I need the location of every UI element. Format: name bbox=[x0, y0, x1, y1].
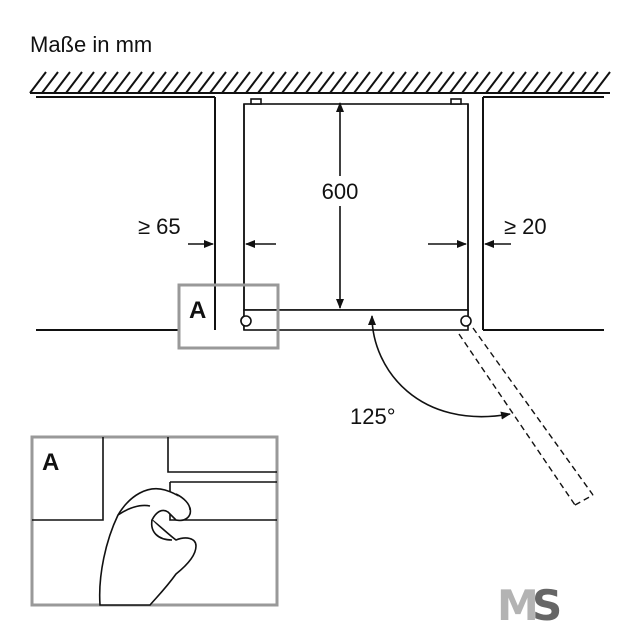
hatch-stroke bbox=[509, 71, 527, 94]
hatch-stroke bbox=[53, 71, 71, 94]
hatch-stroke bbox=[101, 71, 119, 94]
brand-logo: M S bbox=[497, 581, 562, 630]
units-caption: Maße in mm bbox=[30, 32, 152, 57]
hatch-stroke bbox=[149, 71, 167, 94]
hatch-stroke bbox=[281, 71, 299, 94]
hand-illustration bbox=[98, 488, 197, 606]
depth-label: 600 bbox=[322, 179, 359, 204]
hatch-stroke bbox=[89, 71, 107, 94]
logo-letter-s: S bbox=[532, 581, 562, 630]
hatch-stroke bbox=[365, 71, 383, 94]
hatch-stroke bbox=[185, 71, 203, 94]
hatch-stroke bbox=[521, 71, 539, 94]
appliance-body bbox=[243, 98, 469, 330]
hatch-stroke bbox=[497, 71, 515, 94]
hatch-stroke bbox=[209, 71, 227, 94]
logo-letter-m: M bbox=[497, 581, 539, 630]
door-angle-label: 125° bbox=[350, 404, 396, 429]
hatch-stroke bbox=[77, 71, 95, 94]
hatch-stroke bbox=[197, 71, 215, 94]
hatch-stroke bbox=[173, 71, 191, 94]
hatch-stroke bbox=[533, 71, 551, 94]
hatch-stroke bbox=[437, 71, 455, 94]
hatch-stroke bbox=[545, 71, 563, 94]
right-gap-label: ≥ 20 bbox=[504, 214, 547, 239]
left-cabinet bbox=[36, 96, 216, 331]
hatch-stroke bbox=[425, 71, 443, 94]
hatch-stroke bbox=[569, 71, 587, 94]
hatch-stroke bbox=[305, 71, 323, 94]
hatch-stroke bbox=[413, 71, 431, 94]
hatch-stroke bbox=[401, 71, 419, 94]
hatch-stroke bbox=[269, 71, 287, 94]
detail-marker-letter: A bbox=[189, 297, 206, 324]
hatch-stroke bbox=[29, 71, 47, 94]
ceiling-hatch bbox=[29, 71, 611, 94]
detail-marker-box: A bbox=[177, 283, 280, 350]
hatch-stroke bbox=[341, 71, 359, 94]
left-gap-label: ≥ 65 bbox=[138, 214, 181, 239]
hatch-stroke bbox=[41, 71, 59, 94]
hatch-stroke bbox=[377, 71, 395, 94]
depth-label-bg bbox=[312, 176, 368, 206]
hatch-stroke bbox=[449, 71, 467, 94]
hatch-stroke bbox=[293, 71, 311, 94]
hatch-stroke bbox=[329, 71, 347, 94]
appliance-door bbox=[240, 309, 472, 331]
detail-inset: A bbox=[30, 435, 279, 607]
hatch-stroke bbox=[389, 71, 407, 94]
hatch-stroke bbox=[257, 71, 275, 94]
hatch-stroke bbox=[557, 71, 575, 94]
hatch-stroke bbox=[317, 71, 335, 94]
hatch-stroke bbox=[581, 71, 599, 94]
hatch-stroke bbox=[473, 71, 491, 94]
door-angle-arc bbox=[368, 315, 511, 420]
hatch-stroke bbox=[353, 71, 371, 94]
hatch-stroke bbox=[137, 71, 155, 94]
hatch-stroke bbox=[125, 71, 143, 94]
hatch-stroke bbox=[161, 71, 179, 94]
hatch-stroke bbox=[461, 71, 479, 94]
hatch-stroke bbox=[485, 71, 503, 94]
hatch-stroke bbox=[593, 71, 611, 94]
detail-inset-letter: A bbox=[42, 449, 59, 476]
hatch-stroke bbox=[245, 71, 263, 94]
hatch-stroke bbox=[65, 71, 83, 94]
hatch-stroke bbox=[233, 71, 251, 94]
hatch-stroke bbox=[221, 71, 239, 94]
hatch-stroke bbox=[113, 71, 131, 94]
angle-label-bg bbox=[344, 402, 410, 430]
